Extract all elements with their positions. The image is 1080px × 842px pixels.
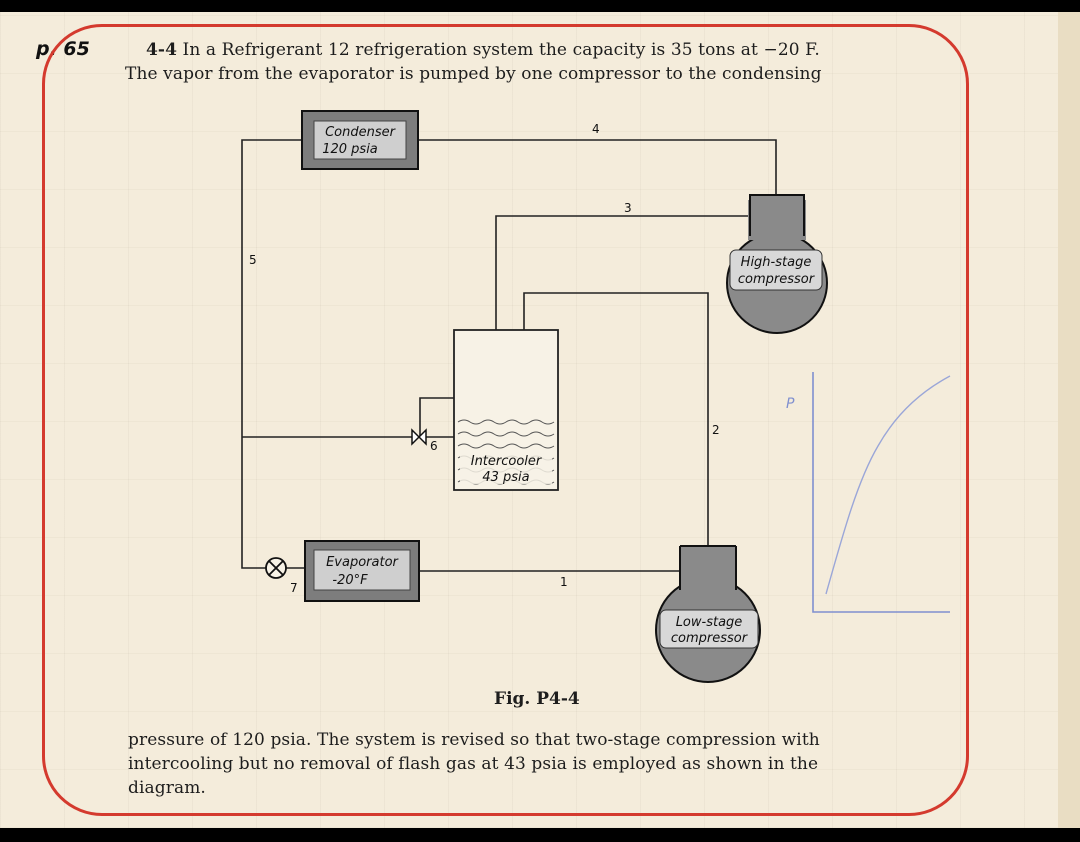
state-point-3: 3 bbox=[624, 201, 632, 215]
problem-line-1: 4-4 In a Refrigerant 12 refrigeration sy… bbox=[146, 40, 820, 60]
state-point-1: 1 bbox=[560, 575, 568, 589]
state-point-4: 4 bbox=[592, 122, 600, 136]
intercooler-label: Intercooler bbox=[471, 454, 543, 469]
high-stage-compressor: High-stage compressor bbox=[726, 194, 828, 334]
intercooler-pressure: 43 psia bbox=[482, 470, 529, 485]
line-3 bbox=[495, 215, 776, 350]
evaporator-temperature: -20°F bbox=[332, 573, 368, 588]
expansion-valve-6-icon bbox=[411, 428, 427, 446]
condenser-box: Condenser 120 psia bbox=[301, 110, 419, 170]
state-point-2: 2 bbox=[712, 423, 720, 437]
state-point-6: 6 bbox=[430, 439, 438, 453]
sketch-curve bbox=[825, 375, 951, 595]
problem-line-3: pressure of 120 psia. The system is revi… bbox=[128, 730, 820, 750]
expansion-valve-7-icon bbox=[265, 557, 287, 579]
figure-caption: Fig. P4-4 bbox=[494, 689, 580, 709]
high-stage-label-1: High-stage bbox=[741, 255, 812, 270]
low-stage-compressor: Low-stage compressor bbox=[655, 545, 761, 683]
problem-line-1-text: In a Refrigerant 12 refrigeration system… bbox=[182, 40, 820, 60]
line-5 bbox=[241, 139, 302, 569]
state-point-5: 5 bbox=[249, 253, 257, 267]
evaporator-box: Evaporator -20°F bbox=[304, 540, 420, 602]
low-stage-label-2: compressor bbox=[671, 631, 749, 646]
problem-line-2: The vapor from the evaporator is pumped … bbox=[125, 64, 822, 84]
page-edge-strip bbox=[1058, 12, 1080, 828]
sketch-axes bbox=[812, 372, 950, 613]
state-point-7: 7 bbox=[290, 581, 298, 595]
condenser-label: Condenser bbox=[325, 125, 397, 140]
problem-number: 4-4 bbox=[146, 40, 178, 60]
low-stage-label-1: Low-stage bbox=[676, 615, 743, 630]
sketch-label-p: P bbox=[786, 396, 795, 412]
line-4 bbox=[418, 139, 777, 195]
high-stage-label-2: compressor bbox=[738, 272, 816, 287]
intercooler-vessel: Intercooler 43 psia bbox=[453, 329, 559, 491]
handwritten-sketch: P bbox=[786, 372, 951, 613]
evaporator-label: Evaporator bbox=[326, 555, 399, 570]
problem-line-5: diagram. bbox=[128, 778, 206, 798]
page-number-label: p. 65 bbox=[36, 38, 90, 60]
problem-line-4: intercooling but no removal of flash gas… bbox=[128, 754, 819, 774]
condenser-pressure: 120 psia bbox=[322, 142, 378, 157]
